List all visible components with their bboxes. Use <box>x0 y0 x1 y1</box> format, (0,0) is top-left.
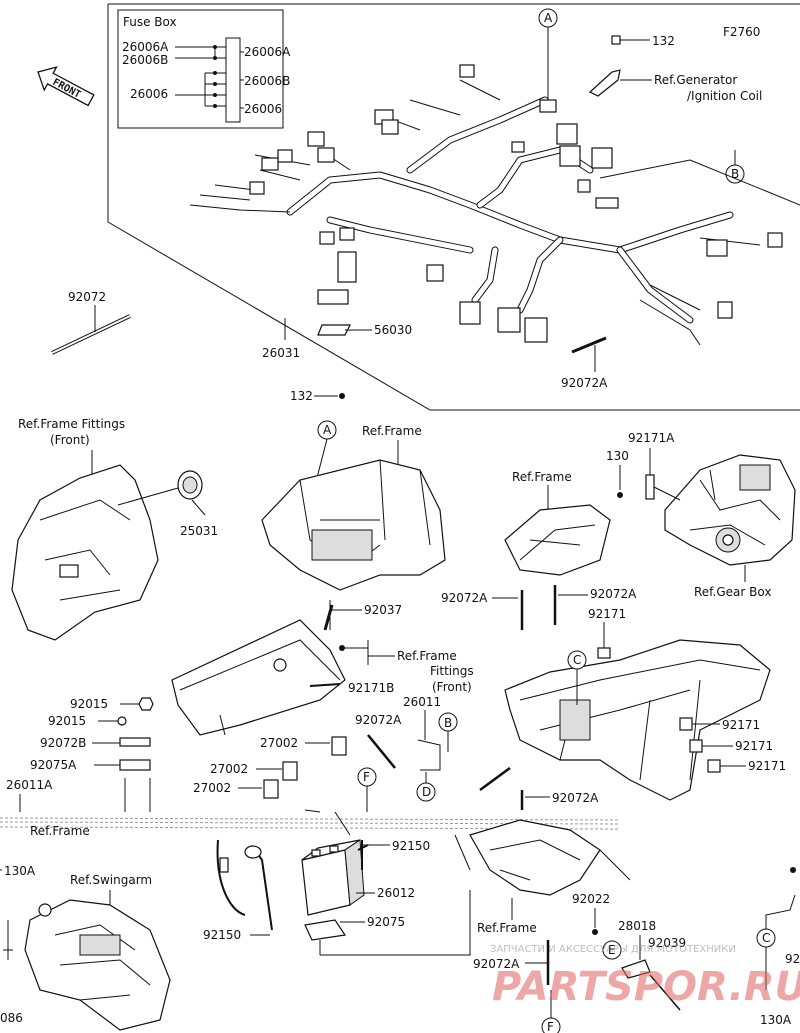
fuse-label-26006-right: 26006 <box>244 102 282 116</box>
part-92171-b: 92171 <box>722 718 760 732</box>
part-27002-a: 27002 <box>260 736 298 750</box>
battery-section: 92015 92015 92072B 92075A 26011A Ref.Fra… <box>0 697 621 956</box>
part-56030: 56030 <box>374 323 412 337</box>
ref-generator: Ref.Generator <box>654 73 737 87</box>
part-26011a: 26011A <box>6 778 53 792</box>
ref-frame-3: Ref.Frame <box>30 824 90 838</box>
ref-fittings-2: Fittings <box>430 664 474 678</box>
ref-frame-fittings-front: Ref.Frame Fittings <box>18 417 125 431</box>
part-130a-left: 130A <box>4 864 36 878</box>
part-92015-a: 92015 <box>70 697 108 711</box>
callout-a: A <box>544 11 553 25</box>
part-92171-c: 92171 <box>735 739 773 753</box>
ref-front-paren-1: (Front) <box>50 433 90 447</box>
swingarm-section: 130A Ref.Swingarm 086 <box>0 864 171 1031</box>
ref-front-paren-2: (Front) <box>432 680 472 694</box>
part-92-edge: 92 <box>785 952 800 966</box>
callout-b-mid: B <box>444 716 452 730</box>
fuse-label-26006-left: 26006 <box>130 87 168 101</box>
part-132-top: 132 <box>652 34 675 48</box>
part-27002-b: 27002 <box>210 762 248 776</box>
part-26031: 26031 <box>262 346 300 360</box>
fuse-label-26006a-right: 26006A <box>244 45 291 59</box>
part-92075a: 92075A <box>30 758 77 772</box>
part-27002-c: 27002 <box>193 781 231 795</box>
figure-code: F2760 <box>723 25 760 39</box>
part-130-gear: 130 <box>606 449 629 463</box>
part-25031: 25031 <box>180 524 218 538</box>
part-130a-right: 130A <box>760 1013 792 1027</box>
part-92072a-3: 92072A <box>552 791 599 805</box>
part-92037: 92037 <box>364 603 402 617</box>
part-92171-d: 92171 <box>748 759 786 773</box>
part-92171a: 92171A <box>628 431 675 445</box>
ref-frame-1: Ref.Frame <box>362 424 422 438</box>
ref-gear-box: Ref.Gear Box <box>694 585 771 599</box>
part-92171b: 92171B <box>348 681 394 695</box>
ref-frame-4: Ref.Frame <box>477 921 537 935</box>
part-92072a-2: 92072A <box>590 587 637 601</box>
part-132-mid: 132 <box>290 389 313 403</box>
fuse-label-26006b-right: 26006B <box>244 74 290 88</box>
callout-c: C <box>573 653 581 667</box>
fuse-box-title: Fuse Box <box>123 15 177 29</box>
watermark: ЗАПЧАСТИ И АКСЕССУАРЫ ДЛЯ МОТОТЕХНИКИ PA… <box>490 944 800 1010</box>
front-arrow-icon: FRONT <box>37 66 95 107</box>
frame-fittings-section: Ref.Frame Fittings (Front) 25031 132 A R… <box>11 389 796 810</box>
ref-swingarm: Ref.Swingarm <box>70 873 152 887</box>
part-92150-a: 92150 <box>392 839 430 853</box>
part-92072a-4: 92072A <box>355 713 402 727</box>
callout-e: E <box>608 943 616 957</box>
ref-ignition-coil: /Ignition Coil <box>687 89 762 103</box>
ref-frame-fittings-2: Ref.Frame <box>397 649 457 663</box>
fuse-label-26006b-left: 26006B <box>122 53 168 67</box>
callout-c-bottom: C <box>762 931 770 945</box>
watermark-brand: PARTSPOR.RU <box>492 964 800 1010</box>
callout-a-mid: A <box>323 423 332 437</box>
watermark-subtitle: ЗАПЧАСТИ И АКСЕССУАРЫ ДЛЯ МОТОТЕХНИКИ <box>490 944 736 955</box>
part-28018: 28018 <box>618 919 656 933</box>
fuse-label-26006a-left: 26006A <box>122 40 169 54</box>
main-wiring-harness <box>189 64 783 346</box>
part-92072: 92072 <box>68 290 106 304</box>
part-26011: 26011 <box>403 695 441 709</box>
part-26012: 26012 <box>377 886 415 900</box>
part-92072a-top: 92072A <box>561 376 608 390</box>
callout-d: D <box>422 785 431 799</box>
callout-f: F <box>363 770 370 784</box>
part-086: 086 <box>0 1011 23 1025</box>
part-92072b: 92072B <box>40 736 86 750</box>
ref-frame-2: Ref.Frame <box>512 470 572 484</box>
part-92150-b: 92150 <box>203 928 241 942</box>
part-92075: 92075 <box>367 915 405 929</box>
part-92039: 92039 <box>648 936 686 950</box>
part-92022: 92022 <box>572 892 610 906</box>
part-92015-b: 92015 <box>48 714 86 728</box>
callout-b: B <box>731 167 739 181</box>
part-92171-a: 92171 <box>588 607 626 621</box>
lower-frame-section: Ref.Frame 92072A F 92022 28018 92039 E C… <box>454 819 800 1033</box>
fuse-box-inset: Fuse Box 26006A 26006B 26006 26006A 2600… <box>117 9 291 129</box>
part-92072a-5: 92072A <box>473 957 520 971</box>
part-92072a-1: 92072A <box>441 591 488 605</box>
harness-panel: F2760 FRONT Fuse Box 26006A 26006B 26006… <box>37 3 800 411</box>
callout-f-bottom: F <box>547 1020 554 1033</box>
